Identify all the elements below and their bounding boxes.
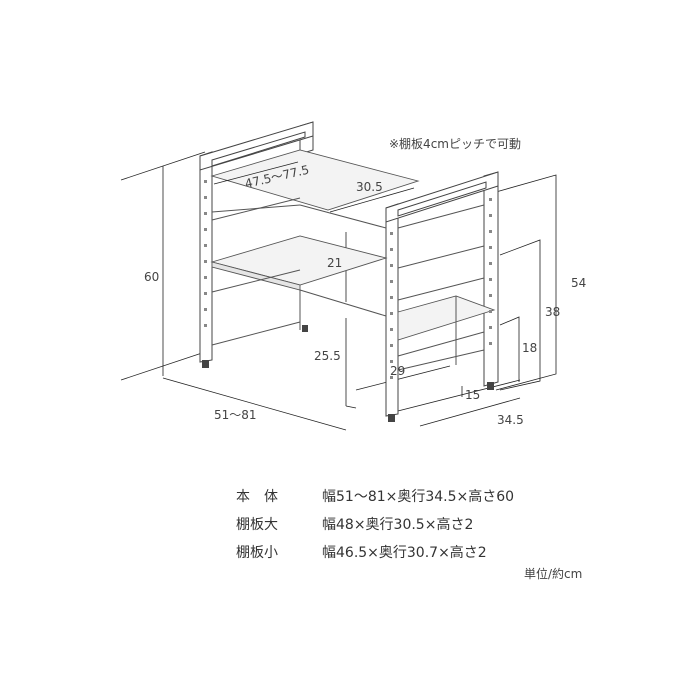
spec-label: 棚板大: [236, 517, 278, 533]
spec-label: 本 体: [236, 489, 278, 505]
shelf-depth-label: 30.5: [356, 180, 383, 194]
spec-value: 幅51～81×奥行34.5×高さ60: [322, 489, 515, 505]
cross-rails: [211, 197, 485, 371]
spec-row-shelf-large: 棚板大 幅48×奥行30.5×高さ2: [236, 514, 473, 534]
post-holes: [204, 180, 492, 379]
unit-note: 単位/約cm: [524, 567, 583, 581]
spec-value: 幅48×奥行30.5×高さ2: [322, 517, 474, 533]
width-range-label: 51～81: [214, 408, 257, 422]
shelf-width-guide: [213, 161, 415, 213]
dimension-lines: [120, 151, 557, 431]
spec-value: 幅46.5×奥行30.7×高さ2: [322, 545, 487, 561]
height-18-label: 18: [522, 341, 537, 355]
small-offset-label: 15: [465, 388, 480, 402]
inner-depth-label: 29: [390, 364, 405, 378]
height-38-label: 38: [545, 305, 560, 319]
height-total-label: 60: [144, 270, 159, 284]
feet: [202, 325, 494, 422]
lower-gap-label: 25.5: [314, 349, 341, 363]
upper-gap-label: 21: [327, 256, 342, 270]
pitch-note: ※棚板4cmピッチで可動: [389, 136, 521, 151]
height-54-label: 54: [571, 276, 586, 290]
spec-row-shelf-small: 棚板小 幅46.5×奥行30.7×高さ2: [236, 542, 487, 562]
depth-label: 34.5: [497, 413, 524, 427]
spec-label: 棚板小: [236, 545, 278, 561]
spec-row-body: 本 体 幅51～81×奥行34.5×高さ60: [236, 486, 514, 506]
